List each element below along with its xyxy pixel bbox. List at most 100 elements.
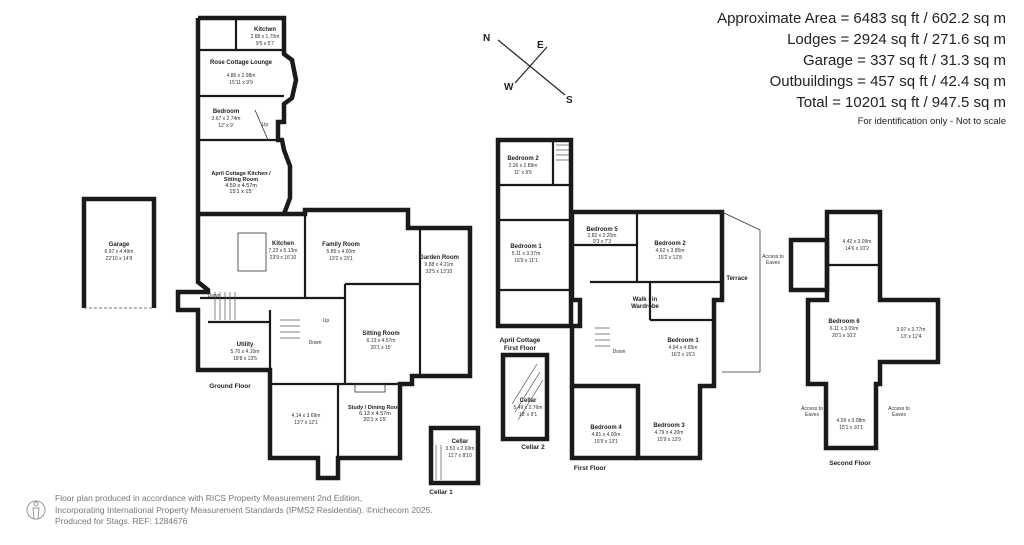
- bed3-imp: 15'9 x 13'9: [657, 437, 681, 443]
- sitting-name: Sitting Room: [362, 331, 399, 337]
- bed4-imp: 15'9 x 13'1: [594, 439, 618, 445]
- garage-dims: 6.97 x 4.49m: [105, 249, 134, 255]
- family-dims: 5.85 x 4.60m: [327, 249, 356, 255]
- area-summary: Approximate Area = 6483 sq ft / 602.2 sq…: [717, 8, 1006, 127]
- eaves-label-2b: Eaves: [805, 412, 819, 418]
- kitchen-main-dims: 7.23 x 5.13m: [269, 248, 298, 254]
- room-ground-imp: 13'7 x 12'1: [294, 420, 318, 426]
- bed4-name: Bedroom 4: [590, 425, 622, 431]
- bed5-imp: 9'3 x 7'3: [593, 239, 612, 245]
- bed3-name: Bedroom 3: [653, 423, 685, 429]
- ac-bed1-imp: 16'9 x 11'1: [514, 258, 538, 264]
- garage-name: Garage: [109, 242, 130, 248]
- garden-name: Garden Room: [419, 255, 459, 261]
- second-floor-plan: [788, 209, 941, 451]
- bedroom-rose-imp: 12' x 9': [218, 123, 234, 129]
- cellar2-dims: 5.49 x 2.76m: [514, 405, 543, 411]
- walkin-label: Walk - in: [633, 297, 658, 303]
- first-floor-label: First Floor: [574, 465, 607, 472]
- ac-bed1-name: Bedroom 1: [510, 244, 542, 250]
- kitchen-top-name: Kitchen: [254, 27, 276, 33]
- ac-bed2-imp: 11' x 9'6: [514, 170, 532, 176]
- sf-bottom-dims: 4.59 x 3.08m: [837, 418, 866, 424]
- first-floor-plan: [569, 209, 761, 461]
- cellar2-label: Cellar 2: [521, 444, 545, 451]
- family-name: Family Room: [322, 242, 360, 248]
- cellar1-name: Cellar: [452, 439, 469, 445]
- cellar1-imp: 11'7 x 8'10: [448, 453, 472, 459]
- kitchen-top-dims: 2.88 x 1.70m: [251, 34, 280, 40]
- sitting-imp: 20'1 x 15': [370, 345, 391, 351]
- footer-line-1: Floor plan produced in accordance with R…: [55, 493, 363, 503]
- study-dims: 6.13 x 4.57m: [359, 411, 391, 417]
- utility-imp: 18'8 x 13'5: [233, 356, 257, 362]
- cellar-1-plan: [428, 425, 481, 486]
- area-lodges: Lodges = 2924 sq ft / 271.6 sq m: [787, 31, 1006, 48]
- ac-bed2-dims: 3.36 x 2.89m: [509, 163, 538, 169]
- room-ground-dims: 4.14 x 3.69m: [292, 413, 321, 419]
- bed1-name: Bedroom 1: [667, 338, 699, 344]
- rose-lounge-imp: 15'11 x 9'9: [229, 80, 253, 86]
- family-imp: 19'2 x 15'1: [329, 256, 353, 262]
- cellar1-dims: 3.53 x 2.69m: [446, 446, 475, 452]
- bed2-name: Bedroom 2: [654, 241, 686, 247]
- eaves-label-1a: Access to: [762, 254, 784, 260]
- ground-floor-label: Ground Floor: [209, 383, 251, 390]
- label-down-first: Down: [613, 349, 626, 355]
- footer-line-3: Produced for Stags. REF: 1284676: [55, 516, 188, 526]
- kitchen-top-imp: 9'5 x 5'7: [256, 41, 275, 47]
- april-kitchen-name: April Cottage Kitchen / Sitting Room: [211, 171, 271, 183]
- garden-imp: 32'5 x 13'10: [426, 269, 453, 275]
- sf-top-imp: 14'6 x 10'2: [845, 246, 869, 252]
- ground-floor-plan: [175, 15, 473, 481]
- study-imp: 20'1 x 15': [363, 417, 387, 423]
- april-kitchen-label: April Cottage Kitchen / Sitting Room 4.5…: [211, 171, 271, 195]
- eaves-label-1b: Eaves: [766, 260, 780, 266]
- label-down-ground: Down: [208, 293, 221, 299]
- april-first-label-1: April Cottage: [500, 337, 541, 344]
- compass: N E S W: [483, 33, 573, 106]
- sf-top-dims: 4.42 x 3.09m: [843, 239, 872, 245]
- area-note: For identification only - Not to scale: [857, 116, 1006, 127]
- bed2-dims: 4.62 x 3.85m: [656, 248, 685, 254]
- bed5-name: Bedroom 5: [586, 227, 618, 233]
- bed1-dims: 4.94 x 4.65m: [669, 345, 698, 351]
- area-outbuildings: Outbuildings = 457 sq ft / 42.4 sq m: [769, 73, 1006, 90]
- footer-line-2: Incorporating International Property Mea…: [55, 504, 433, 515]
- garage-imp: 22'10 x 14'9: [106, 256, 133, 262]
- area-approx: Approximate Area = 6483 sq ft / 602.2 sq…: [717, 10, 1006, 27]
- compass-w: W: [504, 82, 514, 93]
- cellar-2-plan: [500, 352, 550, 442]
- april-first-label-2: First Floor: [504, 345, 537, 352]
- garage: Garage 6.97 x 4.49m 22'10 x 14'9: [81, 196, 157, 309]
- sitting-dims: 6.13 x 4.57m: [367, 338, 396, 344]
- terrace-label: Terrace: [726, 276, 748, 282]
- footer: Floor plan produced in accordance with R…: [55, 493, 433, 528]
- bed6-dims: 6.11 x 3.09m: [830, 326, 859, 332]
- second-floor-label: Second Floor: [829, 460, 871, 467]
- area-garage: Garage = 337 sq ft / 31.3 sq m: [802, 52, 1006, 69]
- person-icon: [26, 500, 46, 520]
- eaves-label-3a: Access to: [888, 406, 910, 412]
- compass-n: N: [483, 33, 490, 44]
- compass-e: E: [537, 40, 544, 51]
- bed1-imp: 16'2 x 15'3: [671, 352, 695, 358]
- kitchen-main-name: Kitchen: [272, 241, 294, 247]
- bed5-dims: 2.82 x 2.20m: [588, 233, 617, 239]
- bedroom-rose-name: Bedroom: [213, 109, 239, 115]
- bed6-imp: 20'1 x 10'2: [832, 333, 856, 339]
- label-up-rose: Up: [262, 122, 269, 128]
- april-kitchen-imp: 15'1 x 15': [229, 189, 253, 195]
- cellar2-name: Cellar: [520, 398, 537, 404]
- walkin-label-2: Wardrobe: [631, 304, 659, 310]
- kitchen-main-imp: 23'9 x 16'10: [270, 255, 297, 261]
- ac-bed1-dims: 5.11 x 3.37m: [512, 251, 541, 257]
- area-total: Total = 10201 sq ft / 947.5 sq m: [796, 94, 1006, 111]
- ac-bed2-name: Bedroom 2: [507, 156, 539, 162]
- study-label: Study / Dining Room 6.13 x 4.57m 20'1 x …: [348, 405, 402, 423]
- eaves-label-3b: Eaves: [892, 412, 906, 418]
- label-down-ground-2: Down: [309, 340, 322, 346]
- sf-right-imp: 13' x 12'4: [900, 334, 921, 340]
- bed6-name: Bedroom 6: [828, 319, 860, 325]
